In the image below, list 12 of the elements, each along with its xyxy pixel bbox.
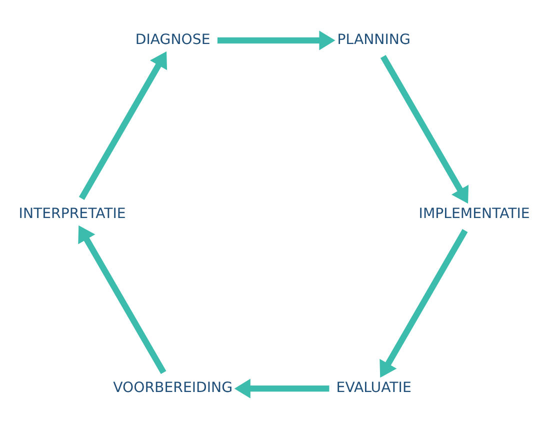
arrow bbox=[380, 228, 468, 378]
node-text: DIAGNOSE bbox=[135, 31, 210, 48]
node-text: PLANNING bbox=[337, 31, 410, 48]
node-text: IMPLEMENTATIE bbox=[418, 205, 530, 222]
node-text: VOORBEREIDING bbox=[113, 379, 233, 396]
arrow bbox=[78, 50, 168, 200]
node-text: EVALUATIE bbox=[336, 379, 412, 396]
arrow bbox=[217, 30, 336, 50]
arrow bbox=[78, 224, 166, 374]
arrow bbox=[380, 54, 469, 204]
node-text: INTERPRETATIE bbox=[18, 205, 126, 222]
arrow bbox=[234, 378, 330, 398]
